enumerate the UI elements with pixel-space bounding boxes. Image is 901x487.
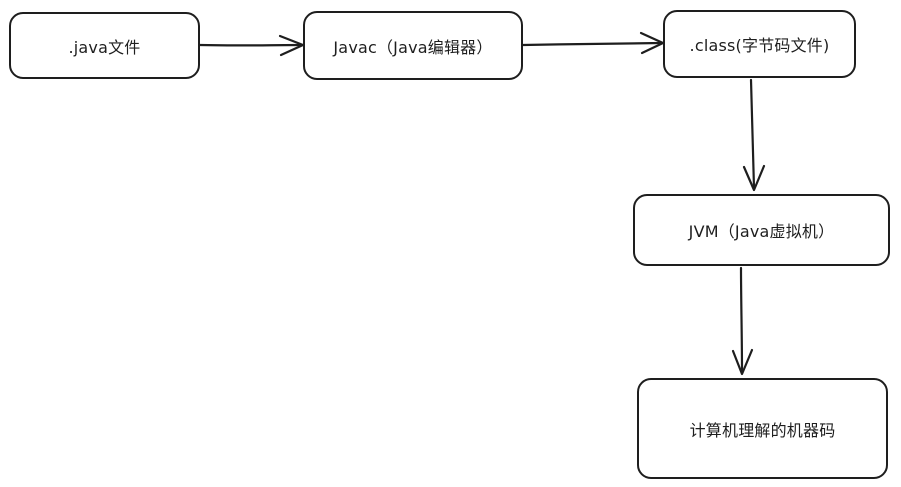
node-label: .java文件: [68, 37, 141, 57]
node-machine-code: 计算机理解的机器码: [637, 378, 888, 479]
edge-class-to-jvm: [742, 78, 766, 192]
node-class-file: .class(字节码文件): [663, 10, 856, 78]
node-label: Javac（Java编辑器）: [333, 37, 493, 57]
node-javac: Javac（Java编辑器）: [303, 11, 523, 80]
edge-jvm-to-machine: [731, 266, 754, 376]
node-label: 计算机理解的机器码: [689, 420, 836, 440]
edge-javac-to-class: [521, 31, 665, 55]
node-label: .class(字节码文件): [689, 36, 830, 55]
node-jvm: JVM（Java虚拟机）: [633, 194, 890, 266]
node-label: JVM（Java虚拟机）: [688, 222, 835, 241]
node-java-file: .java文件: [9, 12, 200, 79]
edge-java-to-javac: [198, 34, 305, 57]
